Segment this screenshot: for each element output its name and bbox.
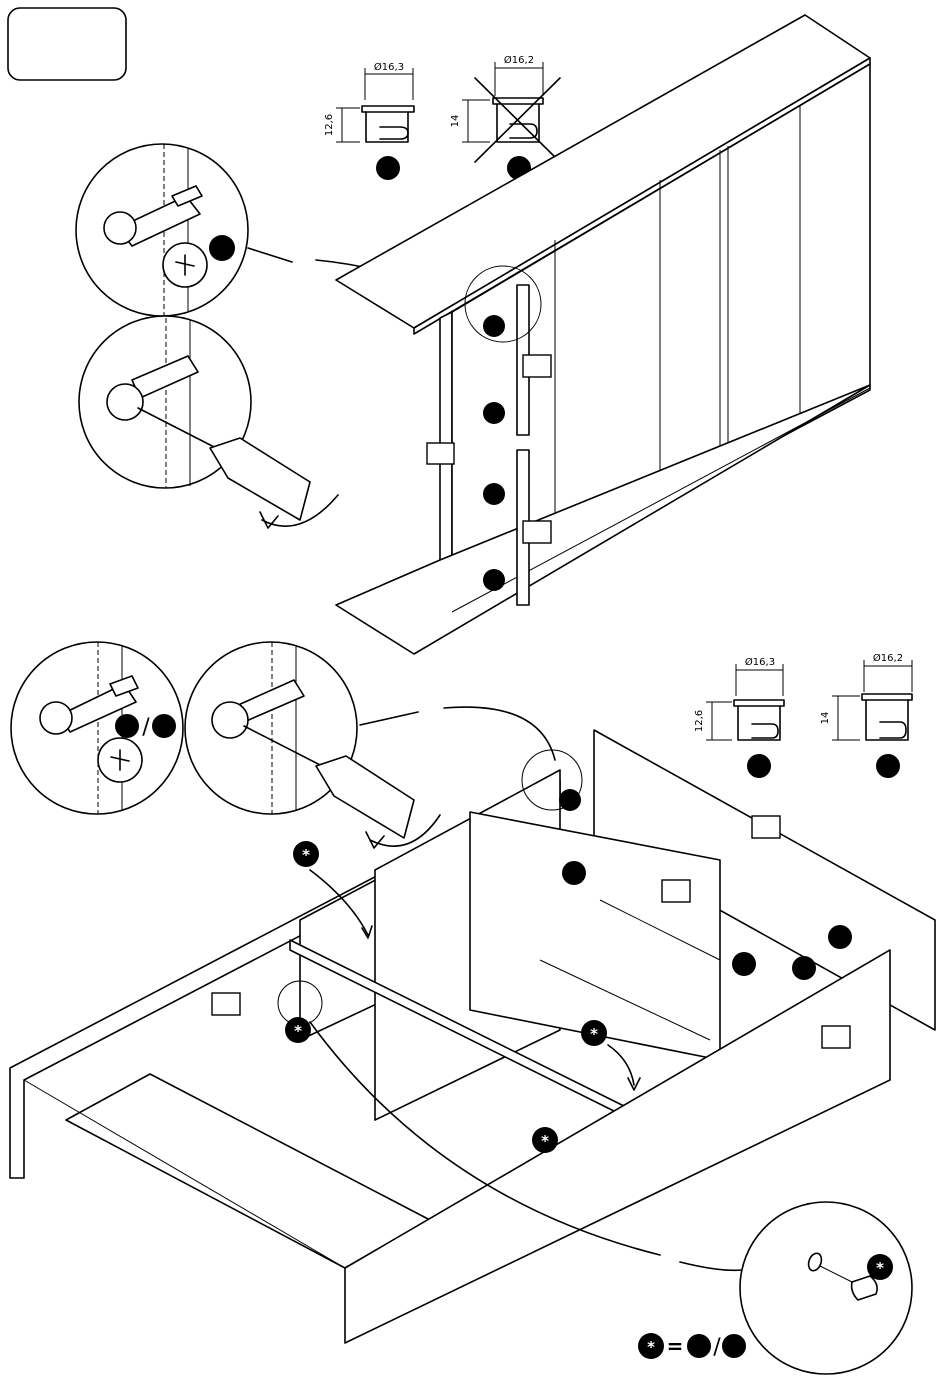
bottom-part-label-4 <box>822 1026 850 1048</box>
bottom-part-label-1 <box>752 816 780 838</box>
top-leader-line-a <box>248 248 292 262</box>
bottom-fitting-b-marker <box>876 754 900 778</box>
bottom-part-label-2 <box>662 880 690 902</box>
bumper-leader-line-b <box>680 1262 742 1270</box>
top-fitting-a-height-label: 12,6 <box>324 114 335 136</box>
bottom-fitting-a-dimension: Ø16,3 12,6 <box>694 656 784 778</box>
step-badge <box>8 8 126 80</box>
bottom-fitting-b-diameter-label: Ø16,2 <box>873 652 903 664</box>
top-fitting-a-marker <box>376 156 400 180</box>
bottom-fitting-b-height-label: 14 <box>820 712 831 725</box>
svg-text:*: * <box>590 1025 598 1043</box>
bottom-fitting-a-diameter-label: Ø16,3 <box>745 656 775 668</box>
bottom-detail-marker-b <box>152 714 176 738</box>
top-detail-circle-lower <box>79 316 338 528</box>
asterisk-callout-4: * <box>532 1127 558 1153</box>
bottom-part-label-3 <box>212 993 240 1015</box>
top-detail-circle-upper <box>76 144 248 316</box>
legend-equals: = <box>667 1334 684 1358</box>
asterisk-callout-2: * <box>285 1017 311 1043</box>
top-fitting-a-diameter-label: Ø16,3 <box>374 61 404 73</box>
top-fitting-a-dimension: Ø16,3 12,6 <box>324 61 414 180</box>
bottom-fitting-a-marker <box>747 754 771 778</box>
top-fitting-b-height-label: 14 <box>450 115 461 128</box>
legend-marker-b <box>722 1334 746 1358</box>
bottom-detail-slash: / <box>142 715 150 740</box>
svg-text:*: * <box>294 1022 302 1040</box>
svg-text:*: * <box>647 1338 655 1356</box>
svg-text:*: * <box>302 846 310 864</box>
top-part-label-3 <box>523 521 551 543</box>
legend-marker-a <box>687 1334 711 1358</box>
svg-text:*: * <box>876 1259 884 1277</box>
bottom-detail-marker-a <box>115 714 139 738</box>
asterisk-legend: * = / <box>638 1333 746 1360</box>
bottom-fitting-a-height-label: 12,6 <box>694 710 705 732</box>
bottom-leader-line-a <box>360 712 418 725</box>
legend-slash: / <box>713 1335 721 1360</box>
top-fitting-b-dimension-crossed: Ø16,2 14 <box>450 54 560 180</box>
top-part-label-1 <box>523 355 551 377</box>
top-detail-upper-marker <box>209 235 235 261</box>
top-fitting-b-diameter-label: Ø16,2 <box>504 54 534 66</box>
top-cabinet <box>336 15 870 654</box>
bottom-leader-line-b <box>444 707 555 760</box>
bottom-fitting-b-dimension: Ø16,2 14 <box>820 652 912 778</box>
svg-text:*: * <box>541 1132 549 1150</box>
bumper-detail-circle: * <box>740 1202 912 1374</box>
top-part-label-2 <box>427 443 454 464</box>
bottom-detail-circle-left: / <box>11 642 183 814</box>
bottom-detail-circle-right <box>185 642 440 848</box>
